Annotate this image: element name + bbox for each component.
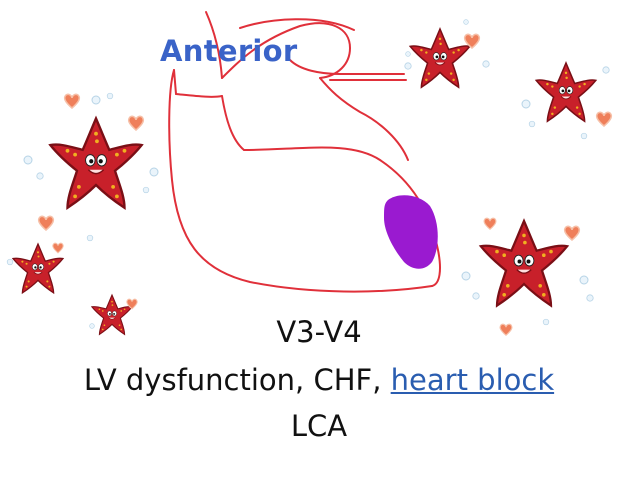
heart-icon [597, 112, 612, 126]
heart-icon [565, 226, 580, 240]
bubble-icon [92, 96, 100, 104]
infarct-region [384, 195, 438, 269]
bubble-icon [150, 168, 158, 176]
bubble-icon [107, 93, 113, 99]
bubble-icon [522, 100, 530, 108]
artery-text: LCA [0, 408, 638, 444]
bubble-icon [37, 173, 43, 179]
bubble-icon [473, 293, 479, 299]
bubble-icon [405, 63, 411, 69]
bubble-icon [581, 133, 587, 139]
bubble-icon [580, 276, 588, 284]
bubble-icon [7, 259, 13, 265]
complications-line: LV dysfunction, CHF, heart block [0, 362, 638, 398]
bubble-icon [603, 67, 609, 73]
heart-icon [484, 218, 496, 229]
starfish-icon [536, 63, 596, 121]
bubble-icon [406, 52, 411, 57]
bubble-icon [24, 156, 32, 164]
heart-icon [39, 216, 54, 230]
starfish-icon [410, 29, 470, 87]
starfish-icon [13, 244, 63, 293]
bubble-icon [87, 235, 93, 241]
heart-block-link[interactable]: heart block [391, 363, 554, 397]
bubble-icon [529, 121, 535, 127]
bubble-icon [462, 272, 470, 280]
leads-text: V3-V4 [0, 314, 638, 350]
bubble-icon [464, 20, 469, 25]
slide-heading: Anterior [160, 34, 298, 68]
heart-icon [53, 243, 63, 253]
bubble-icon [483, 61, 489, 67]
heart-icon [129, 116, 144, 130]
bubble-icon [143, 187, 149, 193]
bubble-icon [587, 295, 593, 301]
starfish-icon [50, 119, 141, 208]
starfish-icon [481, 221, 567, 306]
complications-text: LV dysfunction, CHF, [84, 363, 382, 397]
heart-icon [65, 94, 80, 108]
